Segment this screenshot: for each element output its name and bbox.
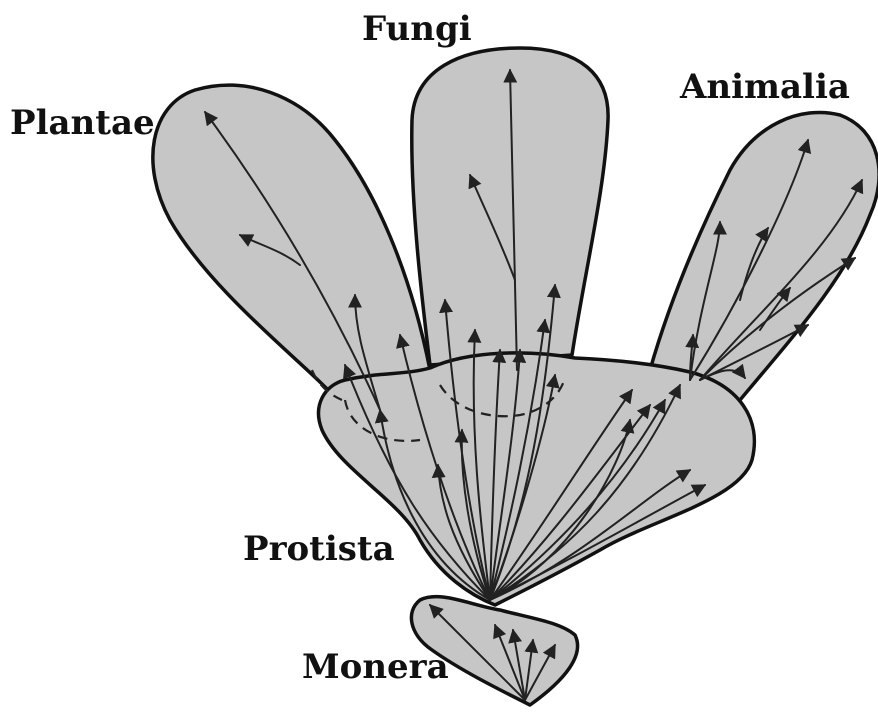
animalia-region (650, 112, 878, 400)
protista-label: Protista (243, 532, 395, 566)
monera-label: Monera (302, 650, 449, 684)
fungi-label: Fungi (362, 12, 472, 46)
animalia-label: Animalia (680, 70, 850, 104)
plantae-label: Plantae (10, 106, 155, 140)
plantae-region (153, 85, 430, 392)
